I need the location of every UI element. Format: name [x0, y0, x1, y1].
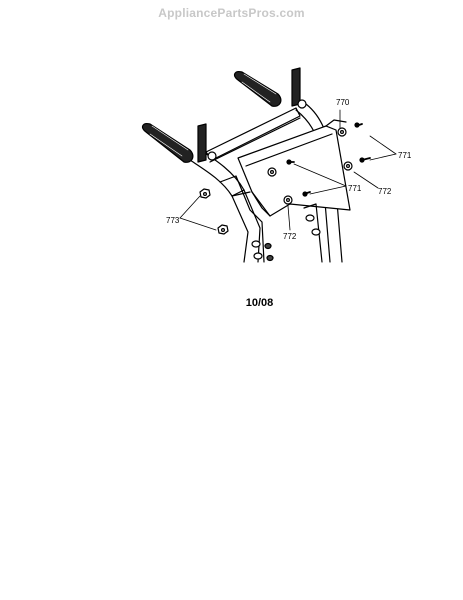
lower-bolts [251, 214, 321, 262]
left-grip [141, 123, 194, 163]
lower-frame [219, 175, 323, 263]
callout-772-right: 772 [378, 187, 392, 196]
revision-date: 10/08 [245, 297, 274, 309]
callout-771-middle: 771 [348, 184, 362, 193]
control-levers [197, 67, 307, 163]
callout-771-right: 771 [398, 151, 412, 160]
callout-772-middle: 772 [283, 232, 297, 241]
leader-lines [179, 109, 397, 231]
callout-770: 770 [336, 98, 350, 107]
watermark-text: AppliancePartsPros.com [158, 6, 305, 20]
right-grip [233, 71, 282, 107]
hardware [199, 122, 371, 235]
control-panel-plate [237, 119, 351, 217]
callout-773: 773 [166, 216, 180, 225]
